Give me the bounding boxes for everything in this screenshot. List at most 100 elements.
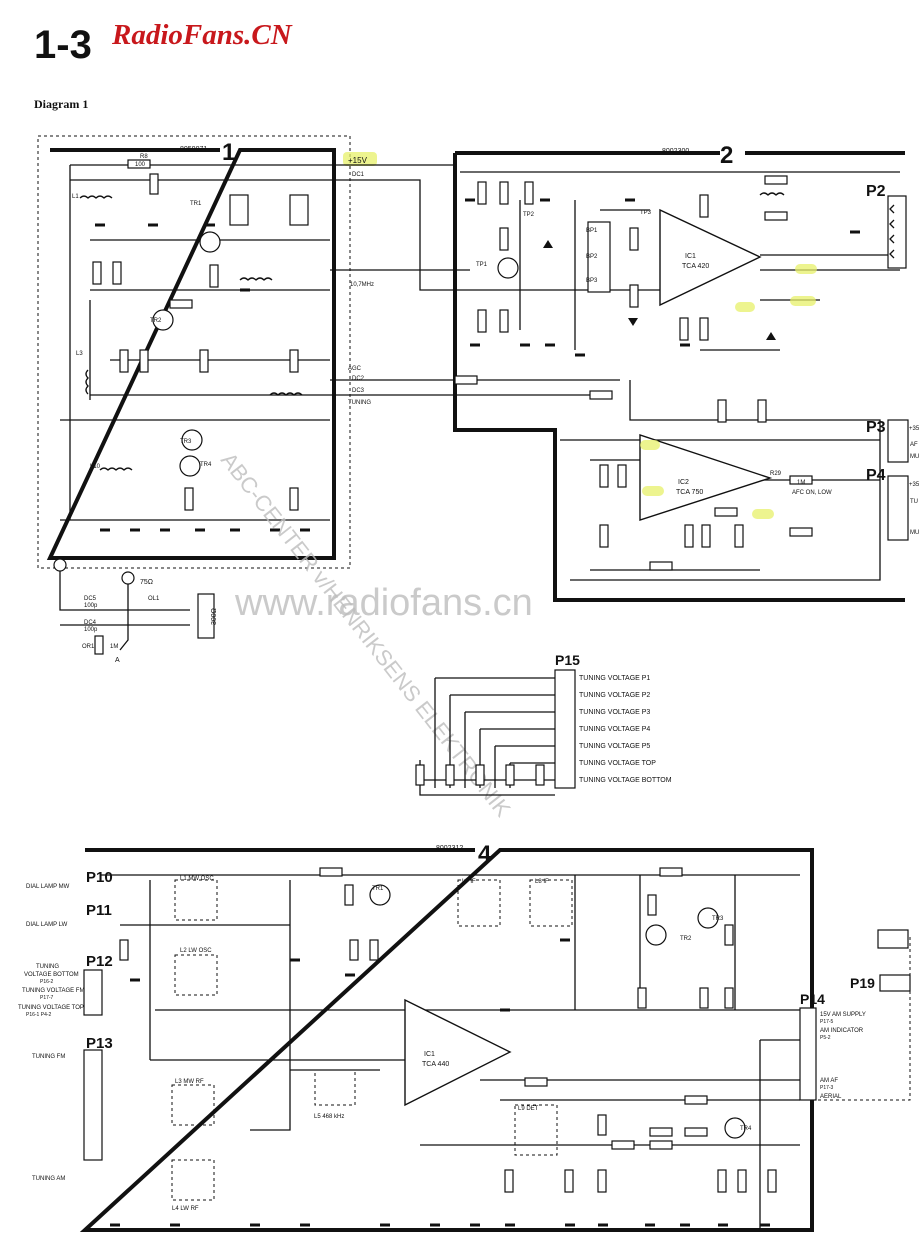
aerial-impedance: 300Ω (211, 608, 218, 625)
dc4-value: 100p (84, 627, 98, 633)
left-label-7: P17-7 (40, 995, 54, 1001)
svg-text:L3: L3 (76, 351, 83, 357)
p15-label-6: TUNING VOLTAGE TOP (579, 760, 656, 767)
section2-number: 2 (720, 142, 733, 169)
section4-ic-name: IC1 (424, 1051, 435, 1058)
connector-p11: P11 (86, 902, 112, 919)
svg-text:L10: L10 (90, 464, 101, 470)
connector-p15: P15 (555, 652, 580, 668)
p3-af: AF (910, 442, 918, 448)
p3-mu: MU (910, 454, 919, 460)
svg-text:TR3: TR3 (712, 916, 724, 922)
section-4: 8002312 4 IC1 TCA 440 (18, 841, 911, 1232)
tp1-label: TP1 (476, 262, 488, 268)
left-label-10: TUNING FM (32, 1054, 65, 1060)
section4-part: 8002312 (436, 845, 463, 852)
dc5-label: DC5 (84, 596, 97, 602)
site-logo: RadioFans.CN (111, 19, 293, 51)
left-label-6: TUNING VOLTAGE FM (22, 988, 84, 994)
section4-ic-type: TCA 440 (422, 1061, 449, 1068)
right-label-6: P17-3 (820, 1085, 834, 1091)
section4-ic-symbol (404, 998, 512, 1107)
svg-text:BP3: BP3 (586, 278, 598, 284)
connector-p13: P13 (86, 1035, 113, 1052)
p15-label-1: TUNING VOLTAGE P1 (579, 675, 650, 682)
afc-label: AFC ON, LOW (792, 490, 832, 496)
svg-text:L1 MW OSC: L1 MW OSC (180, 876, 214, 882)
page-number: 1-3 (34, 23, 92, 67)
connector-p3: P3 (866, 419, 886, 436)
left-label-8: TUNING VOLTAGE TOP (18, 1005, 84, 1011)
left-label-5: P16-2 (40, 979, 54, 985)
connector-p12-body (83, 969, 103, 1016)
left-label-4: VOLTAGE BOTTOM (24, 972, 79, 978)
left-label-2: DIAL LAMP LW (26, 922, 68, 928)
dc2-label: DC2 (352, 376, 365, 382)
ic1-type: TCA 420 (682, 263, 709, 270)
dc4-label: DC4 (84, 620, 97, 626)
left-label-11: TUNING AM (32, 1176, 65, 1182)
section1-outer-dashed-frame (37, 135, 351, 569)
connector-p15-body (554, 669, 576, 789)
svg-text:L1: L1 (72, 194, 79, 200)
svg-text:TR2: TR2 (150, 318, 162, 324)
or1-value: 1M (110, 644, 118, 650)
diagonal-watermark: ABC-CENTER v/HENRIKSENS ELEKTRONIK (216, 448, 516, 822)
left-label-9: P16-1 P4-2 (26, 1012, 52, 1018)
p15-label-7: TUNING VOLTAGE BOTTOM (579, 777, 672, 784)
section-p15: P15 TUNING VOLTAGE P1 TUNING VOLTAGE P2 … (415, 652, 672, 796)
svg-text:TR1: TR1 (372, 886, 384, 892)
section2-components (454, 175, 860, 571)
section2-part: 8002300 (662, 148, 689, 155)
connector-p13-body (83, 1049, 103, 1161)
ic2-name: IC2 (678, 479, 689, 486)
p4-mu: MU (910, 530, 919, 536)
highlight-bottom (790, 296, 816, 306)
p15-label-2: TUNING VOLTAGE P2 (579, 692, 650, 699)
right-label-5: AM AF (820, 1078, 838, 1084)
ic1-symbol (659, 208, 762, 307)
aerial-connector (197, 593, 215, 639)
svg-text:TR1: TR1 (190, 201, 202, 207)
svg-text:L8 IF: L8 IF (535, 879, 549, 885)
or1-label: OR1 (82, 644, 95, 650)
right-label-3: AM INDICATOR (820, 1028, 864, 1034)
highlight-ic2-left (642, 486, 664, 496)
svg-text:TR2: TR2 (680, 936, 692, 942)
section-1: 8050071 1 +15V DC1 (37, 135, 377, 664)
section1-frame (46, 148, 336, 560)
ol1-label: OL1 (148, 596, 160, 602)
svg-text:L5 468 kHz: L5 468 kHz (314, 1114, 344, 1120)
left-label-3: TUNING (36, 964, 59, 970)
svg-text:L7 IF: L7 IF (462, 879, 476, 885)
p15-label-3: TUNING VOLTAGE P3 (579, 709, 650, 716)
highlight-ic2-top (640, 440, 660, 450)
svg-text:L9 DET: L9 DET (518, 1106, 539, 1112)
svg-text:L3 MW RF: L3 MW RF (175, 1079, 204, 1085)
section4-components (110, 867, 777, 1227)
aerial-jack (53, 558, 67, 572)
svg-text:BP2: BP2 (586, 254, 598, 260)
highlight-85v (795, 264, 817, 274)
section1-components (79, 159, 310, 532)
left-label-1: DIAL LAMP MW (26, 884, 70, 890)
p4-voltage: +35 (909, 482, 920, 488)
ic1-name: IC1 (685, 253, 696, 260)
supply-label: +15V (348, 156, 368, 165)
ic2-symbol (639, 434, 773, 521)
dc3-label: DC3 (352, 388, 365, 394)
section4-number: 4 (478, 841, 492, 868)
p19-plug (877, 929, 909, 949)
connector-p2: P2 (866, 183, 886, 200)
dc1-label: DC1 (352, 172, 365, 178)
connector-p14: P14 (800, 991, 825, 1007)
connector-p3-body (887, 419, 909, 463)
svg-text:L2 LW OSC: L2 LW OSC (180, 948, 212, 954)
tuning-label: TUNING (348, 400, 371, 406)
impedance-label: 75Ω (140, 579, 153, 586)
svg-text:R8: R8 (140, 154, 148, 160)
supply-highlight (343, 152, 377, 166)
connector-p19: P19 (850, 975, 875, 991)
diagram-title: Diagram 1 (34, 97, 88, 111)
